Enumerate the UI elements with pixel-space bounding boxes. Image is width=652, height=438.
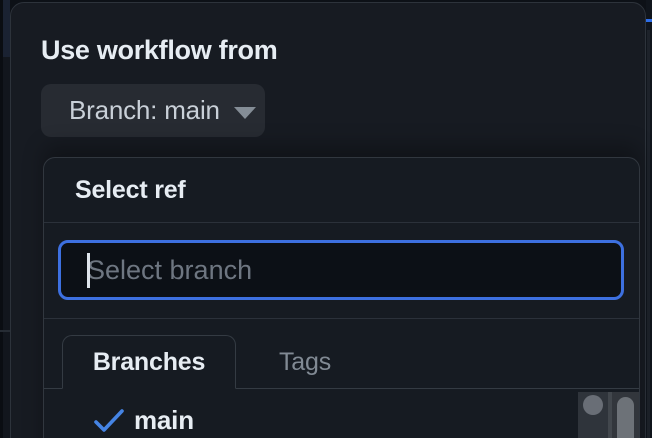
page-background-right-accent xyxy=(646,19,652,22)
scrollbar-separator xyxy=(608,392,612,438)
page-background-left-accent xyxy=(3,0,10,57)
branch-search-input[interactable] xyxy=(58,240,624,300)
panel-scrollbar-thumb[interactable] xyxy=(617,397,634,438)
list-scrollbar-thumb[interactable] xyxy=(583,395,603,415)
tab-branches-label: Branches xyxy=(92,347,206,376)
ref-tabs: Branches Tags xyxy=(44,319,639,389)
branch-selector-label: Branch: main xyxy=(69,95,220,125)
page-background-left-divider xyxy=(0,330,10,332)
ref-search-section xyxy=(44,223,639,319)
list-item-label: main xyxy=(134,405,194,435)
panel-scrollbar-track[interactable] xyxy=(612,392,639,438)
page-scrollbar[interactable] xyxy=(647,30,650,438)
page-background-left-edge xyxy=(0,0,3,438)
ref-selector-panel: Select ref Branches Tags ma xyxy=(43,157,640,438)
check-icon xyxy=(94,408,124,432)
tab-branches[interactable]: Branches xyxy=(62,335,236,389)
run-workflow-dropdown: Use workflow from Branch: main Select re… xyxy=(10,2,646,438)
page-background-left xyxy=(0,0,10,438)
caret-down-icon xyxy=(233,106,256,119)
tab-tags-label: Tags xyxy=(278,347,331,376)
list-scrollbar-track[interactable] xyxy=(578,392,608,438)
branch-selector-button[interactable]: Branch: main xyxy=(41,84,265,137)
tab-tags[interactable]: Tags xyxy=(241,335,369,389)
ref-panel-title: Select ref xyxy=(75,175,186,204)
use-workflow-from-title: Use workflow from xyxy=(41,35,278,65)
branch-list: main xyxy=(44,389,639,438)
list-item-main[interactable]: main xyxy=(44,389,639,438)
ref-panel-header: Select ref xyxy=(44,158,639,223)
